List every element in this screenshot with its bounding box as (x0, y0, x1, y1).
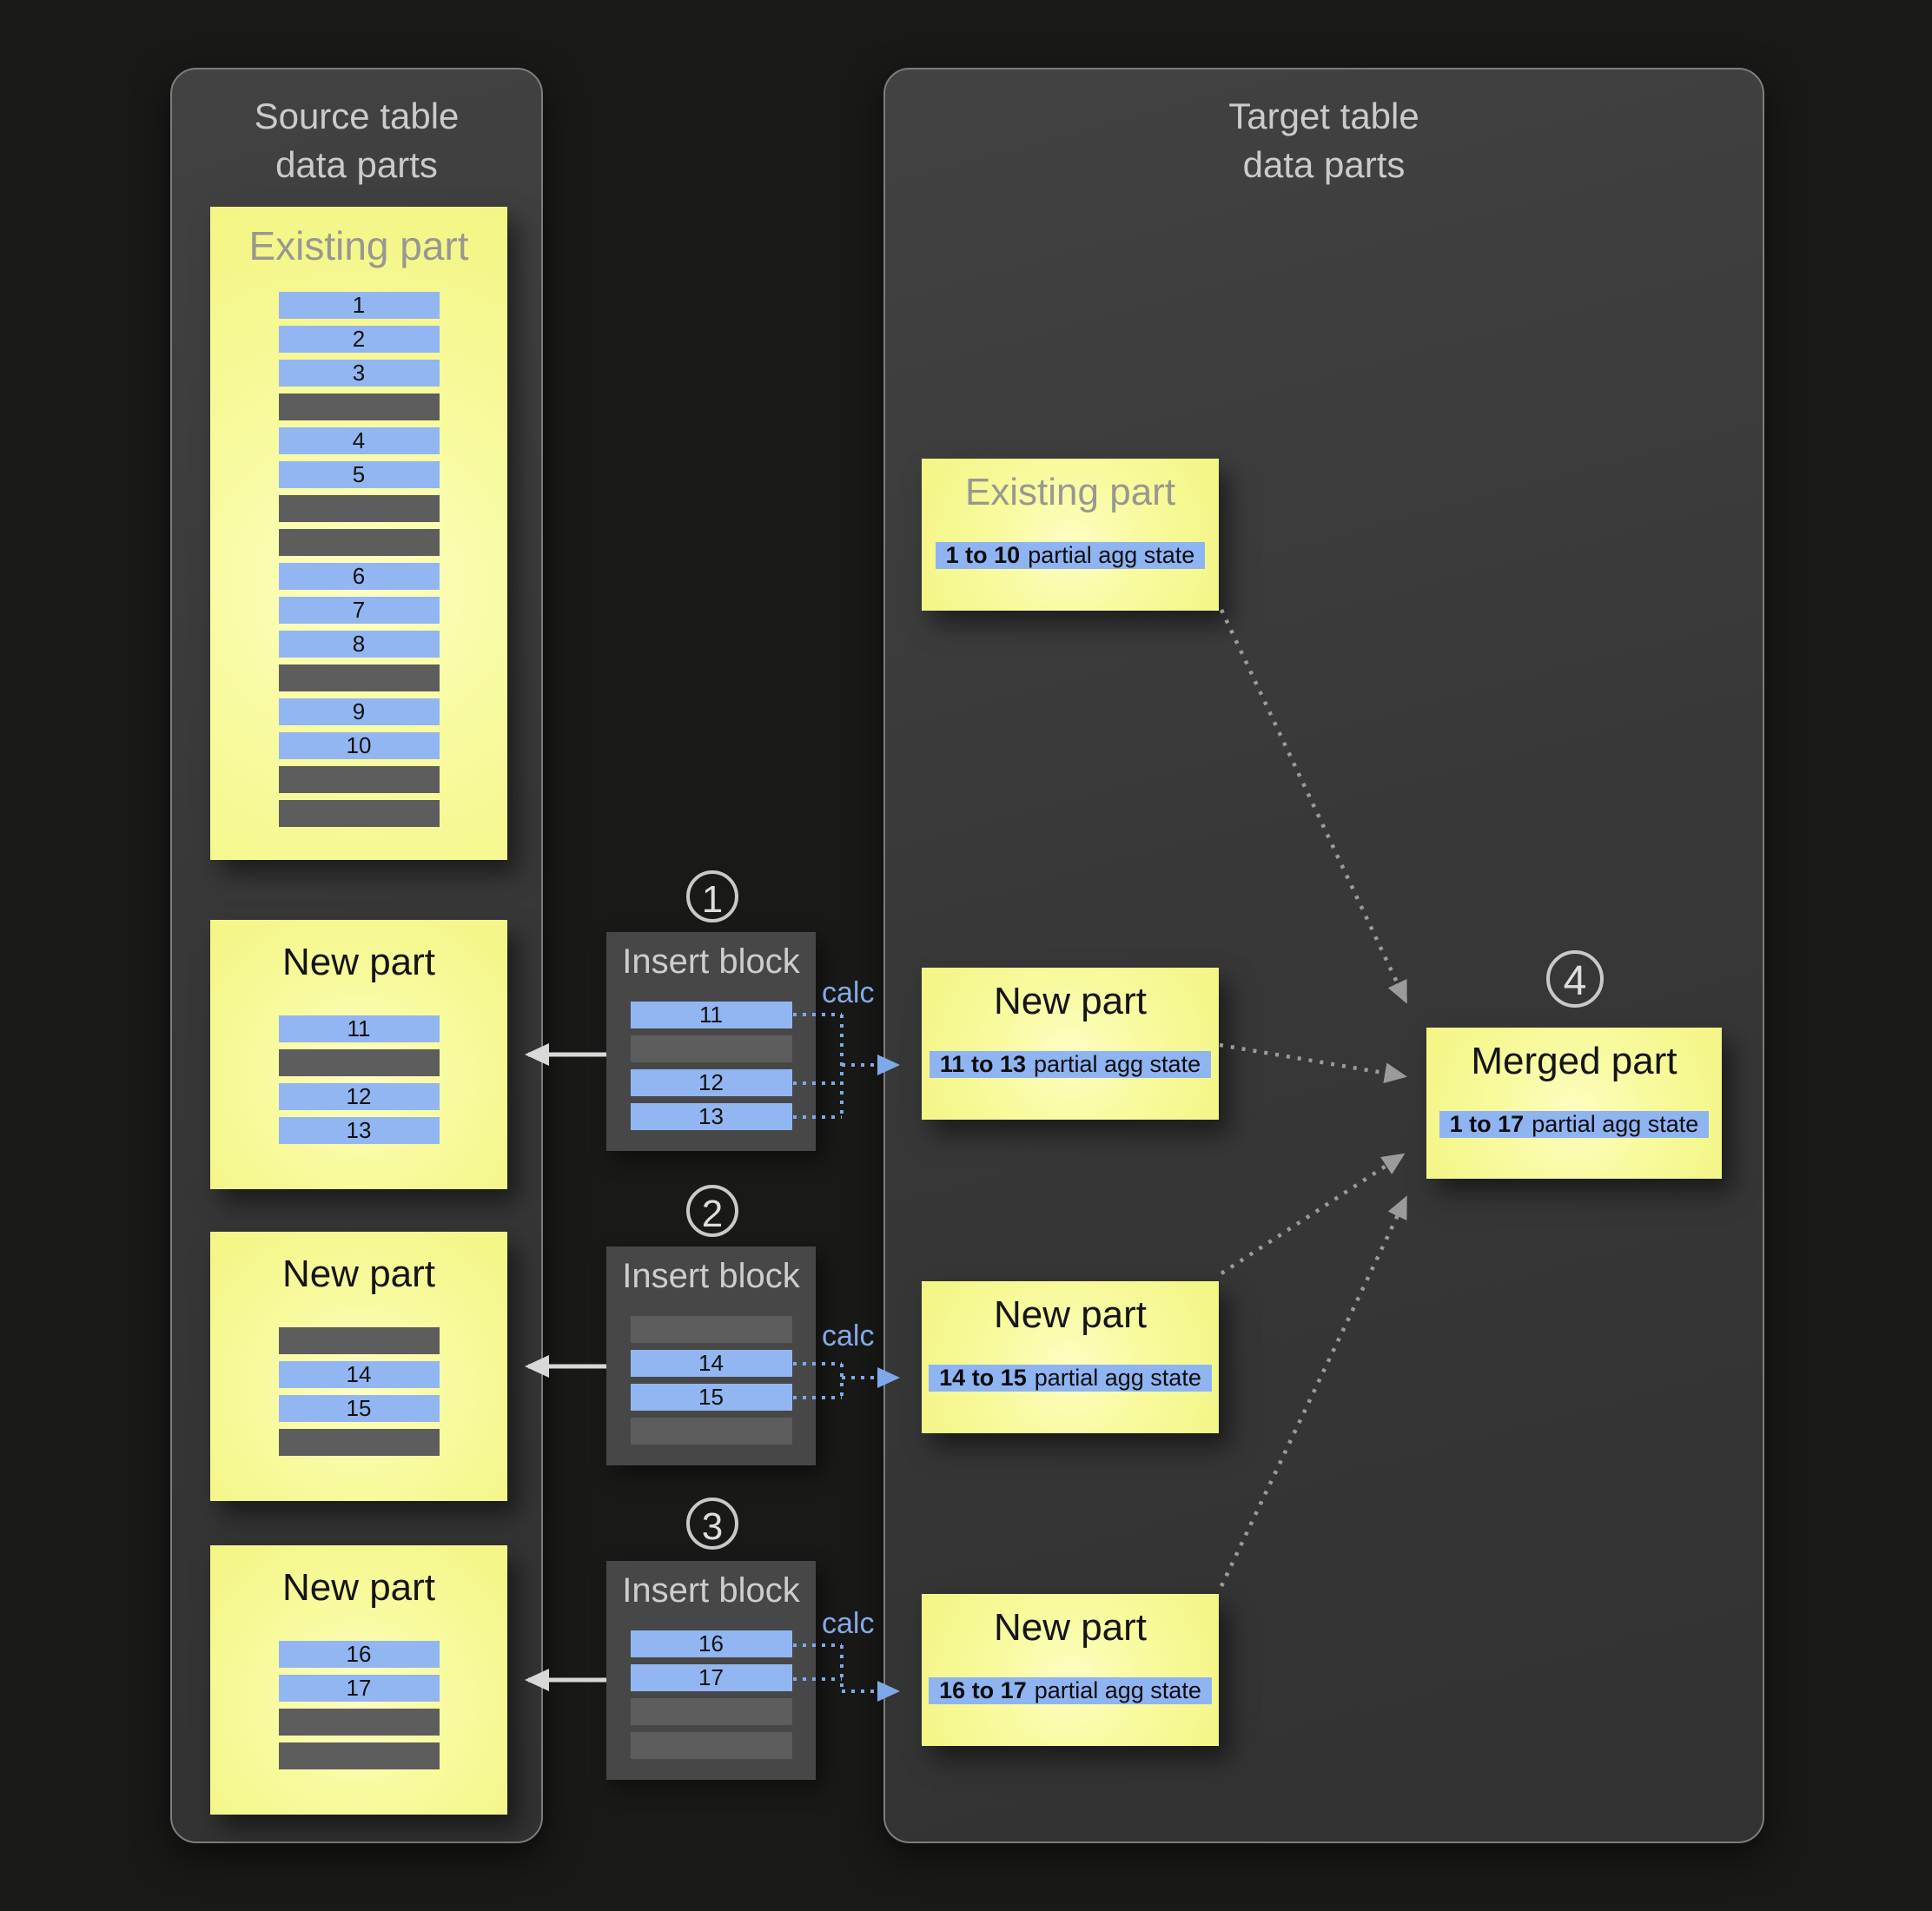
target-panel-title: Target table data parts (885, 92, 1763, 189)
data-row: 16 (278, 1641, 440, 1668)
empty-row (630, 1316, 792, 1343)
data-row: 8 (278, 631, 440, 658)
empty-row (278, 1049, 440, 1076)
empty-row (278, 495, 440, 522)
source-new-part-1: New part 11 12 13 (210, 920, 507, 1189)
insert-block-1: Insert block 11 12 13 (606, 932, 816, 1151)
data-row: 9 (278, 698, 440, 725)
empty-row (630, 1035, 792, 1062)
step-4-badge: 4 (1546, 950, 1604, 1008)
data-row: 13 (630, 1103, 792, 1130)
insert-block-2-title: Insert block (622, 1257, 800, 1295)
step-1-badge: 1 (686, 870, 738, 922)
data-row: 6 (278, 563, 440, 590)
target-existing-part-title: Existing part (964, 471, 1176, 513)
data-row: 17 (630, 1664, 792, 1691)
insert-block-1-title: Insert block (622, 942, 800, 981)
empty-row (278, 1327, 440, 1354)
source-existing-part-rows: 1 2 3 4 5 6 7 8 9 10 (210, 292, 507, 827)
data-row: 4 (278, 427, 440, 454)
source-existing-part-title: Existing part (248, 223, 469, 268)
empty-row (630, 1418, 792, 1445)
source-panel-title-line2: data parts (275, 144, 438, 185)
empty-row (278, 766, 440, 793)
calc-label-2: calc (822, 1319, 875, 1352)
empty-row (278, 1709, 440, 1736)
source-new-part-1-title: New part (281, 941, 436, 983)
target-new-part-3-title: New part (993, 1606, 1148, 1649)
calc-label-3: calc (822, 1607, 875, 1640)
data-row: 3 (278, 360, 440, 387)
empty-row (278, 529, 440, 556)
data-row: 13 (278, 1117, 440, 1144)
target-new-part-1-title: New part (993, 980, 1148, 1022)
data-row: 15 (630, 1384, 792, 1411)
data-row: 5 (278, 461, 440, 488)
source-new-part-1-rows: 11 12 13 (210, 1015, 507, 1144)
data-row: 10 (278, 732, 440, 759)
data-row: 7 (278, 597, 440, 624)
data-row: 1 (278, 292, 440, 319)
empty-row (278, 1742, 440, 1769)
data-row: 12 (278, 1083, 440, 1110)
data-row: 2 (278, 326, 440, 353)
data-row: 17 (278, 1675, 440, 1702)
source-panel-title-line1: Source table (254, 96, 460, 136)
insert-block-1-rows: 11 12 13 (606, 1002, 816, 1130)
data-row: 11 (630, 1002, 792, 1028)
insert-block-3-title: Insert block (622, 1571, 800, 1610)
source-panel-title: Source table data parts (172, 92, 541, 189)
empty-row (630, 1732, 792, 1759)
data-row: 16 (630, 1630, 792, 1657)
empty-row (278, 393, 440, 420)
empty-row (278, 665, 440, 691)
data-row: 14 (630, 1350, 792, 1377)
empty-row (630, 1698, 792, 1725)
empty-row (278, 1429, 440, 1456)
data-row: 12 (630, 1069, 792, 1096)
data-row: 11 (278, 1015, 440, 1042)
step-2-badge: 2 (686, 1185, 738, 1237)
target-new-part-2-title: New part (993, 1293, 1148, 1336)
calc-label-1: calc (822, 976, 875, 1009)
source-new-part-3-title: New part (281, 1566, 436, 1609)
data-row: 15 (278, 1395, 440, 1422)
source-existing-part: Existing part 1 2 3 4 5 6 7 8 9 10 (210, 207, 507, 860)
step-3-badge: 3 (686, 1498, 738, 1550)
source-new-part-2-title: New part (281, 1253, 436, 1295)
data-row: 14 (278, 1361, 440, 1388)
target-merged-part-title: Merged part (1471, 1040, 1677, 1082)
target-panel-title-line1: Target table (1228, 96, 1419, 136)
target-panel-title-line2: data parts (1242, 144, 1406, 185)
target-table-panel: Target table data parts Existing part 1 … (883, 68, 1764, 1843)
empty-row (278, 800, 440, 827)
